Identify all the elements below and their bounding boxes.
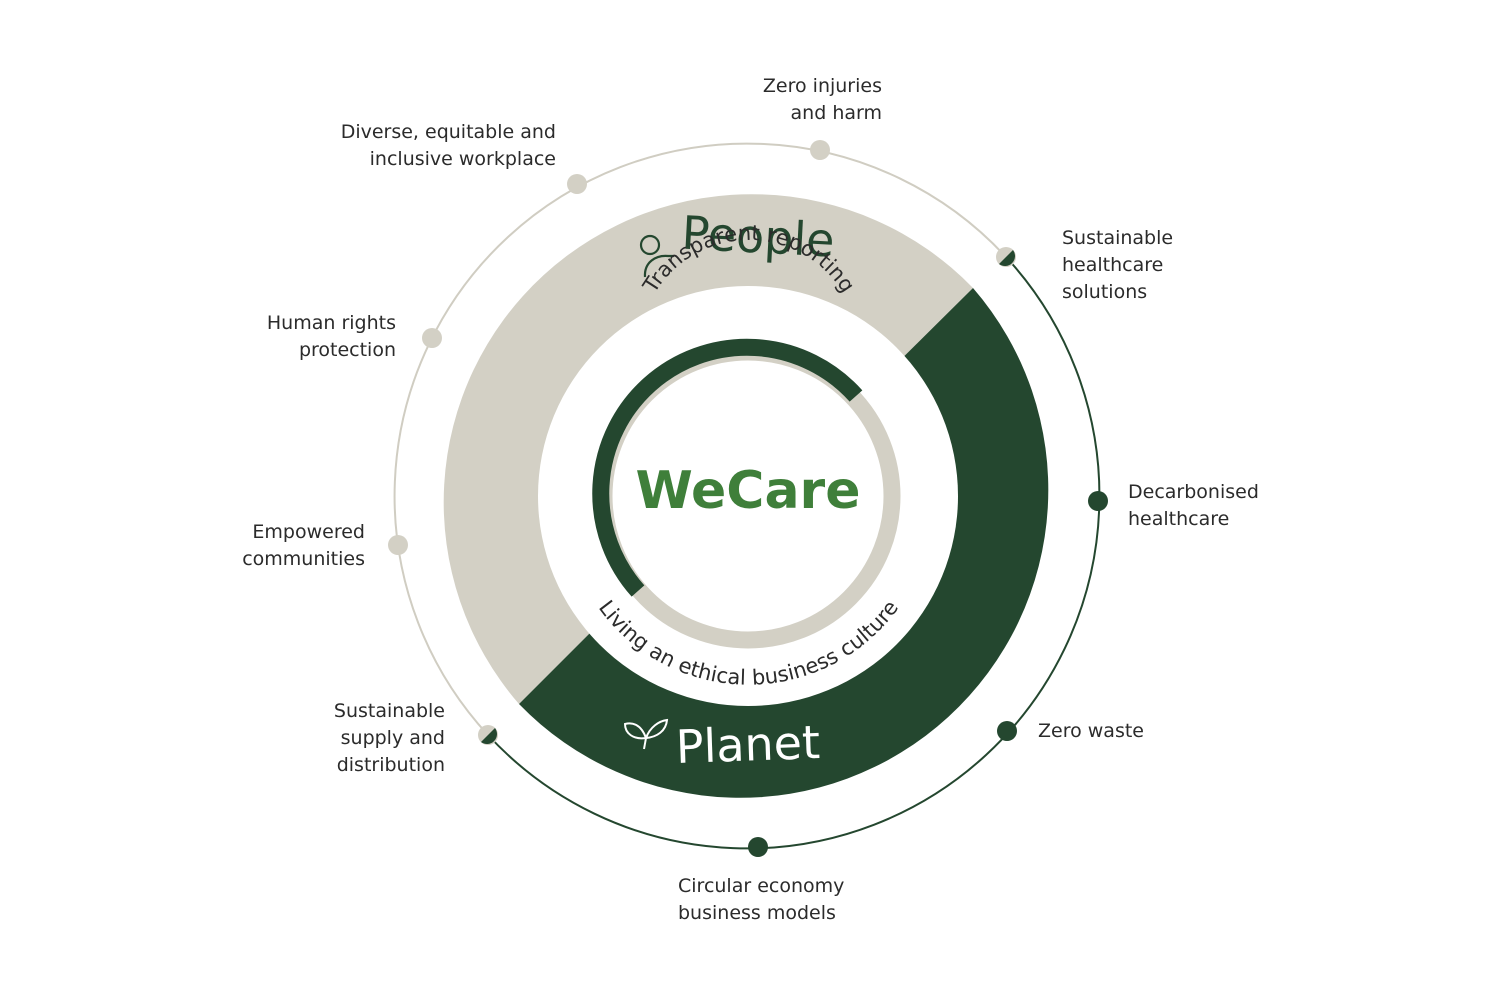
inner-ring-dark (592, 338, 863, 597)
leaf-icon (623, 718, 669, 750)
marker-zero-injuries[interactable] (810, 140, 830, 160)
label-zero-waste: Zero waste (1038, 720, 1144, 742)
marker-diverse-workplace[interactable] (567, 174, 587, 194)
marker-circular-economy[interactable] (748, 837, 768, 857)
marker-sustainable-supply[interactable] (478, 725, 498, 745)
planet-title: Planet (675, 715, 821, 774)
outer-ring-people (393, 142, 1007, 736)
people-title: People (680, 206, 835, 268)
marker-zero-waste[interactable] (997, 721, 1017, 741)
goal-markers (388, 140, 1108, 857)
person-icon (639, 234, 674, 278)
marker-human-rights[interactable] (422, 328, 442, 348)
marker-sustainable-solutions[interactable] (996, 247, 1016, 267)
marker-empowered-communities[interactable] (388, 535, 408, 555)
wecare-center-label: WeCare (636, 461, 861, 521)
marker-decarbonised[interactable] (1088, 491, 1108, 511)
outer-ring-planet (487, 256, 1101, 850)
